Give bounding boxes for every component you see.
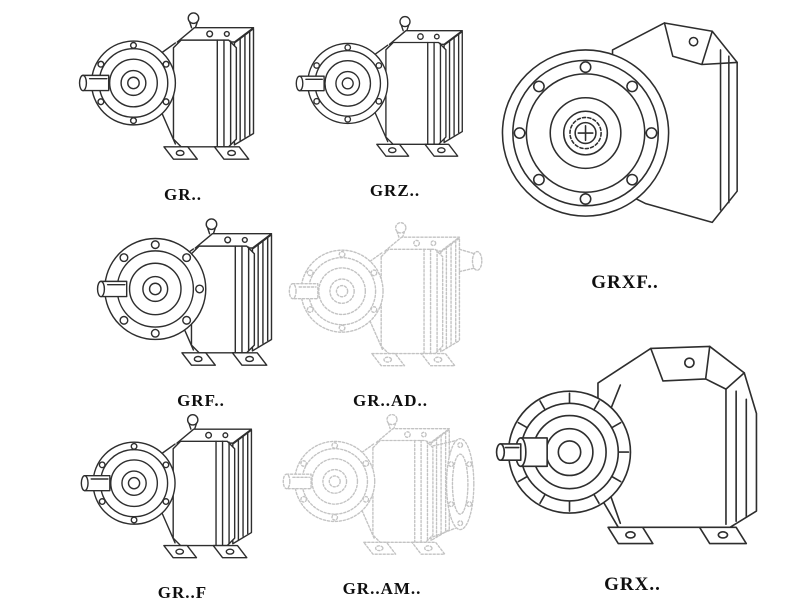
gearbox-grf-drawing [96, 208, 306, 389]
gearbox-grz-drawing [295, 6, 495, 179]
figure-gr-ad: GR..AD.. [288, 212, 493, 410]
figure-grf: GRF.. [96, 208, 306, 410]
figure-label-gr-f: GR..F [157, 583, 208, 600]
gearbox-gr-drawing [78, 2, 288, 183]
figure-label-gr: GR.. [164, 185, 202, 204]
gearbox-gr-ad-drawing [288, 212, 493, 389]
figure-gr: GR.. [78, 2, 288, 204]
figure-label-gr-am: GR..AM.. [342, 579, 422, 598]
figure-label-grxf: GRXF.. [591, 272, 659, 293]
gearbox-grx-drawing [490, 318, 775, 572]
figure-label-gr-ad: GR..AD.. [352, 391, 429, 410]
gearbox-grxf-drawing [490, 2, 760, 262]
figure-grx: GRX.. [490, 318, 775, 595]
figure-label-grf: GRF.. [177, 391, 225, 410]
gearbox-gr-am-drawing [282, 404, 482, 577]
figure-label-grx: GRX.. [604, 574, 661, 595]
gearbox-gr-f-drawing [80, 404, 285, 581]
output-flange-detail [432, 438, 475, 538]
figure-grxf: GRXF.. [490, 2, 760, 293]
figure-gr-am: GR..AM.. [282, 404, 482, 598]
input-adapter-detail [458, 248, 483, 273]
figure-label-grz: GRZ.. [369, 181, 421, 200]
figure-gr-f: GR..F [80, 404, 285, 600]
figure-grz: GRZ.. [295, 6, 495, 200]
